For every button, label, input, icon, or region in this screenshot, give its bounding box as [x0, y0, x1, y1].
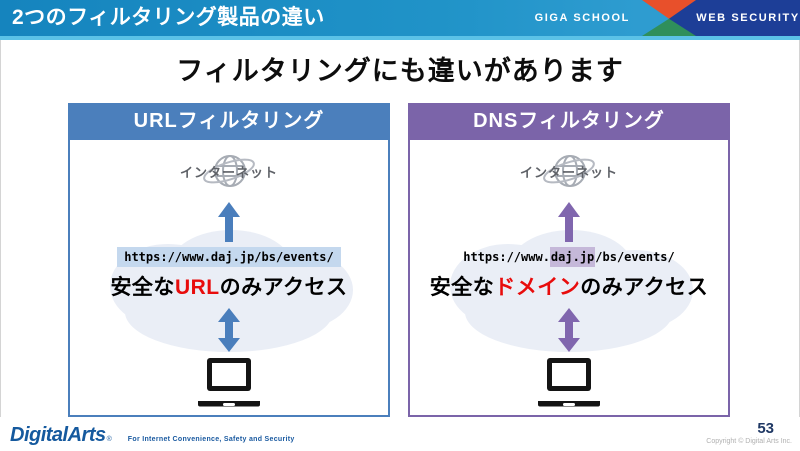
- caption-post: のみアクセス: [219, 276, 348, 299]
- copyright-text: Copyright © Digital Arts Inc.: [706, 438, 792, 445]
- registered-mark: ®: [106, 436, 112, 443]
- url-post: /bs/events/: [595, 250, 675, 264]
- caption: 安全なドメインのみアクセス: [430, 271, 708, 301]
- internet-node: インターネット: [144, 144, 314, 198]
- laptop-icon: [198, 358, 260, 407]
- arrow-up-icon: [218, 202, 240, 242]
- url-highlight: https://www.daj.jp/bs/events/: [117, 247, 341, 267]
- panel-dns-content: インターネット https://www.daj.jp/bs/events/ 安全…: [410, 140, 728, 415]
- logo-text: DigitalArts: [10, 424, 106, 446]
- diamond-logo-icon: [642, 0, 696, 36]
- giga-school-badge: GIGA SCHOOL: [534, 12, 630, 24]
- arrow-up-down-icon: [558, 308, 580, 352]
- globe-orbit-icon: [203, 155, 255, 187]
- url-pre: https://www.: [463, 250, 550, 264]
- internet-label: インターネット: [519, 164, 618, 180]
- globe-orbit-icon: [543, 155, 595, 187]
- digitalarts-logo: DigitalArts ® For Internet Convenience, …: [10, 424, 295, 447]
- slide-header-title: 2つのフィルタリング製品の違い: [12, 6, 325, 29]
- panel-dns-header: DNSフィルタリング: [408, 103, 730, 140]
- arrow-up-icon: [558, 202, 580, 242]
- laptop-icon: [538, 358, 600, 407]
- url-text: https://www.daj.jp/bs/events/: [463, 246, 675, 268]
- arrow-up-down-icon: [218, 308, 240, 352]
- caption-pre: 安全な: [429, 276, 495, 299]
- web-security-badge: WEB SECURITY: [696, 0, 800, 36]
- panel-url-body: インターネット https://www.daj.jp/bs/events/ 安全…: [68, 140, 390, 417]
- url-text: https://www.daj.jp/bs/events/: [117, 246, 341, 268]
- panel-url-content: インターネット https://www.daj.jp/bs/events/ 安全…: [70, 140, 388, 415]
- page-number: 53: [757, 420, 774, 437]
- internet-label: インターネット: [179, 164, 278, 180]
- panel-url-filtering: URLフィルタリング: [68, 103, 390, 417]
- header-accent-line: [0, 36, 800, 40]
- header-bar: 2つのフィルタリング製品の違い GIGA SCHOOL WEB SECURITY: [0, 0, 800, 36]
- logo-tagline: For Internet Convenience, Safety and Sec…: [127, 436, 295, 443]
- panel-dns-body: インターネット https://www.daj.jp/bs/events/ 安全…: [408, 140, 730, 417]
- caption-emphasis: URL: [174, 276, 220, 299]
- caption-emphasis: ドメイン: [494, 276, 581, 299]
- main-title: フィルタリングにも違いがあります: [176, 56, 624, 86]
- footer: DigitalArts ® For Internet Convenience, …: [0, 417, 800, 451]
- url-highlight: daj.jp: [549, 247, 596, 267]
- panel-dns-filtering: DNSフィルタリング: [408, 103, 730, 417]
- panel-url-header: URLフィルタリング: [68, 103, 390, 140]
- caption-pre: 安全な: [110, 276, 175, 299]
- brand-badges: GIGA SCHOOL WEB SECURITY: [535, 0, 800, 36]
- caption: 安全なURLのみアクセス: [110, 271, 347, 301]
- internet-node: インターネット: [484, 144, 654, 198]
- caption-post: のみアクセス: [580, 276, 709, 299]
